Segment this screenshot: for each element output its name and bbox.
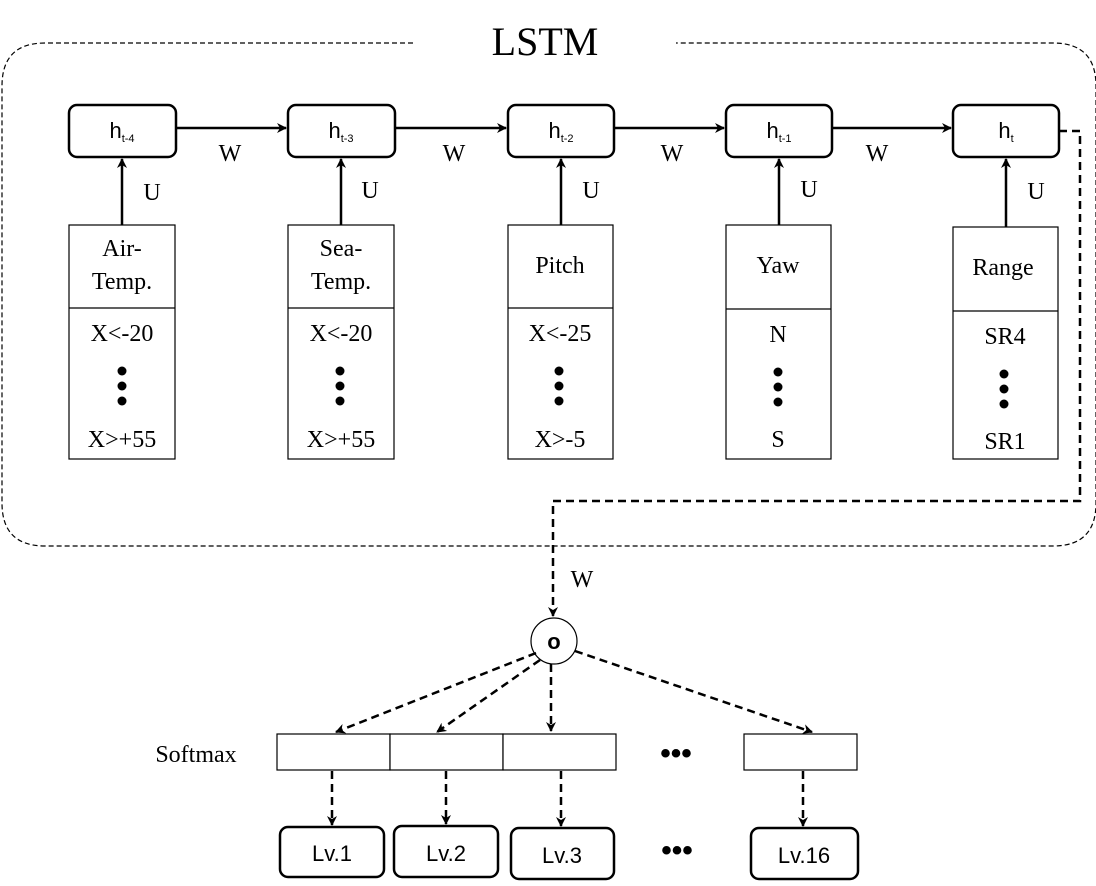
softmax-cell (502, 733, 617, 771)
softmax-label: Softmax (155, 742, 236, 768)
output-ellipsis: ••• (661, 834, 693, 867)
feature-bottom-value: S (771, 427, 784, 453)
hidden-state-label: h (998, 118, 1010, 143)
feature-top-value: X<-20 (310, 321, 373, 347)
softmax-cells (276, 733, 858, 771)
combine-symbol: o (547, 629, 560, 654)
softmax-cell (389, 733, 504, 771)
recurrent-weight-label: W (661, 141, 684, 167)
softmax-ellipsis: ••• (660, 737, 692, 770)
svg-text:ht-2: ht-2 (548, 118, 573, 145)
vertical-ellipsis (335, 366, 345, 406)
output-level-16: Lv.16 (749, 826, 860, 881)
hidden-state-subscript: t-4 (122, 133, 135, 145)
svg-text:ht-3: ht-3 (328, 118, 353, 145)
hidden-state-label: h (548, 118, 560, 143)
vertical-ellipsis (999, 369, 1009, 409)
feature-bottom-value: X>-5 (535, 427, 586, 453)
feature-top-value: X<-25 (529, 321, 592, 347)
feature-bottom-value: X>+55 (307, 427, 375, 453)
fanout-arrow (436, 658, 541, 734)
feature-top-value: SR4 (984, 324, 1025, 350)
input-weight-label: U (1027, 179, 1044, 205)
feature-bottom-value: X>+55 (88, 427, 156, 453)
feature-name: Sea- (320, 236, 363, 262)
input-feature-yaw: Yaw N S (725, 224, 832, 460)
input-arrows (117, 158, 1011, 227)
output-weight-label: W (571, 567, 594, 593)
lstm-title: LSTM (492, 19, 599, 64)
recurrent-weight-label: W (443, 141, 466, 167)
level-arrows (327, 771, 808, 827)
output-level-1: Lv.1 (278, 825, 386, 879)
output-connection (548, 129, 1082, 617)
input-feature-sea-temp: Sea- Temp. X<-20 X>+55 (287, 224, 395, 460)
feature-bottom-value: SR1 (984, 429, 1025, 455)
feature-name: Temp. (92, 269, 152, 295)
lstm-enclosure (1, 42, 1096, 547)
output-level-label: Lv.16 (778, 843, 830, 868)
input-weight-label: U (361, 178, 378, 204)
hidden-state-subscript: t-3 (341, 133, 354, 145)
input-feature-air-temp: Air- Temp. X<-20 X>+55 (68, 224, 176, 460)
vertical-ellipsis (773, 367, 783, 407)
fanout-arrow (574, 649, 813, 734)
feature-name: Air- (102, 236, 142, 262)
combine-node: o (530, 617, 578, 665)
hidden-state-label: h (109, 118, 121, 143)
vertical-ellipsis (554, 366, 564, 406)
input-weight-label: U (582, 178, 599, 204)
output-level-label: Lv.3 (542, 843, 582, 868)
hidden-state-t-1: ht-1 (724, 103, 834, 159)
svg-text:ht: ht (998, 118, 1013, 145)
input-feature-pitch: Pitch X<-25 X>-5 (507, 224, 614, 460)
hidden-state-subscript: t (1011, 133, 1014, 145)
input-feature-range: Range SR4 SR1 (952, 226, 1059, 460)
feature-name: Yaw (757, 253, 801, 279)
feature-top-value: X<-20 (91, 321, 154, 347)
output-level-2: Lv.2 (392, 824, 500, 879)
feature-name: Temp. (311, 269, 371, 295)
output-level-label: Lv.1 (312, 841, 352, 866)
svg-text:ht-1: ht-1 (766, 118, 791, 145)
hidden-state-chain: ht-4 ht-3 ht-2 ht-1 ht (67, 103, 1061, 159)
vertical-ellipsis (117, 366, 127, 406)
recurrent-weight-label: W (866, 141, 889, 167)
hidden-state-label: h (766, 118, 778, 143)
input-weight-label: U (143, 180, 160, 206)
softmax-cell (276, 733, 391, 771)
recurrent-weight-label: W (219, 141, 242, 167)
feature-top-value: N (769, 322, 786, 348)
hidden-state-t-3: ht-3 (286, 103, 397, 159)
hidden-state-t-2: ht-2 (506, 103, 616, 159)
hidden-state-subscript: t-2 (561, 133, 574, 145)
softmax-arrows (335, 649, 813, 734)
hidden-state-t-4: ht-4 (67, 103, 178, 159)
hidden-state-subscript: t-1 (779, 133, 792, 145)
hidden-state-t: ht (951, 103, 1061, 159)
output-level-3: Lv.3 (509, 826, 616, 881)
feature-name: Range (972, 255, 1033, 281)
output-level-label: Lv.2 (426, 841, 466, 866)
fanout-arrow (335, 651, 537, 734)
feature-name: Pitch (535, 253, 584, 279)
softmax-cell (743, 733, 858, 771)
input-weight-label: U (800, 177, 817, 203)
hidden-state-label: h (328, 118, 340, 143)
svg-text:ht-4: ht-4 (109, 118, 134, 145)
